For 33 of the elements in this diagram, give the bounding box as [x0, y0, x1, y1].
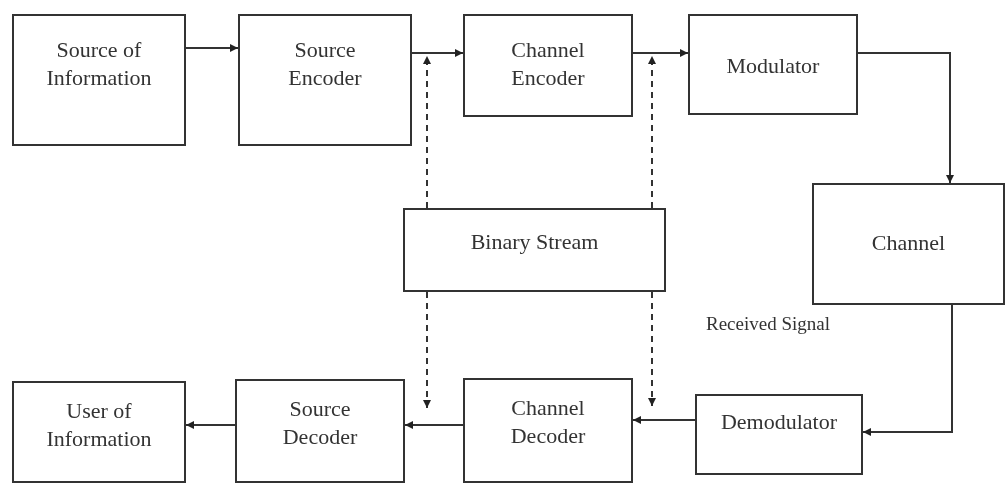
box-label: Binary Stream — [470, 228, 599, 256]
process-box — [688, 14, 858, 115]
box-label: Demodulator — [720, 408, 838, 436]
dashed-arrow — [648, 291, 656, 407]
arrow — [862, 304, 953, 436]
dashed-arrow — [423, 291, 431, 409]
arrow — [411, 49, 464, 57]
process-box — [403, 208, 666, 292]
process-box — [463, 14, 633, 117]
arrow — [857, 52, 954, 184]
process-box — [12, 381, 186, 483]
box-label: User of Information — [45, 397, 153, 453]
dashed-arrow — [423, 55, 431, 209]
box-label: Channel Encoder — [510, 36, 586, 92]
process-box — [812, 183, 1005, 305]
arrow — [632, 416, 696, 424]
box-label: Modulator — [726, 52, 820, 80]
process-box — [463, 378, 633, 483]
process-box — [238, 14, 412, 146]
arrow — [185, 421, 236, 429]
box-label: Source of Information — [45, 36, 153, 92]
process-box — [12, 14, 186, 146]
signal-label: Received Signal — [706, 313, 830, 335]
process-box — [695, 394, 863, 475]
arrow — [632, 49, 689, 57]
box-label: Channel — [871, 229, 946, 257]
box-label: Source Decoder — [281, 395, 359, 451]
box-label: Channel Decoder — [509, 394, 587, 450]
arrow — [185, 44, 239, 52]
box-label: Source Encoder — [287, 36, 363, 92]
process-box — [235, 379, 405, 483]
dashed-arrow — [648, 55, 656, 209]
arrow — [404, 421, 464, 429]
